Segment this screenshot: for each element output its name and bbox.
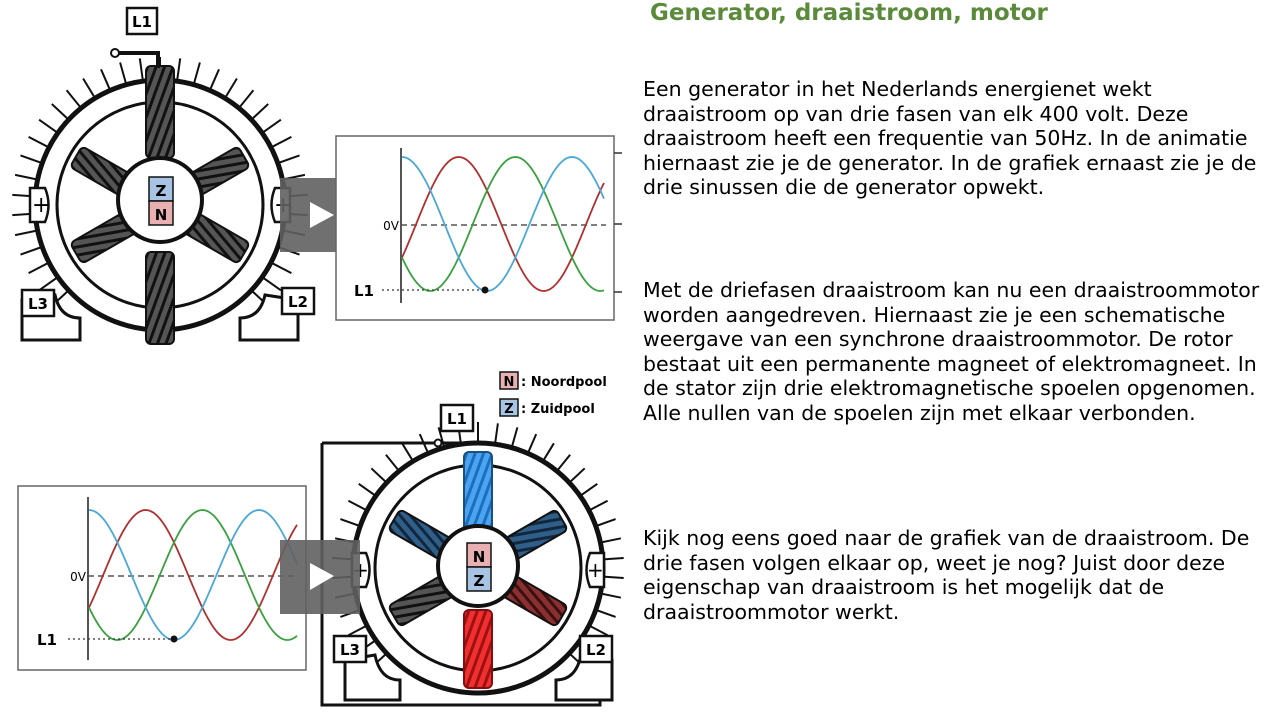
generator-terminal-l2: L2 bbox=[288, 293, 308, 311]
motor-terminal-l2-box bbox=[578, 634, 614, 664]
generator-knob-left: + bbox=[28, 186, 50, 224]
motor-terminal-l3-box bbox=[332, 634, 368, 664]
play-icon bbox=[310, 202, 334, 228]
svg-text:+: + bbox=[587, 558, 604, 582]
generator-terminal-l2-box bbox=[280, 286, 316, 316]
motor-phase-green bbox=[88, 509, 298, 641]
generator-graph: 0V L1 bbox=[335, 135, 622, 321]
paragraph-explanation: Kijk nog eens goed naar de grafiek van d… bbox=[643, 526, 1250, 624]
paragraph-generator: Een generator in het Nederlands energien… bbox=[643, 77, 1257, 199]
legend-south-swatch bbox=[499, 398, 519, 417]
generator-phase-red bbox=[401, 156, 605, 292]
generator-l1-wire bbox=[115, 51, 160, 68]
generator-terminal-l1-box bbox=[125, 6, 159, 36]
page-title: Generator, draaistroom, motor bbox=[650, 0, 1048, 26]
motor-terminal-l2: L2 bbox=[586, 641, 606, 659]
generator-l1-node bbox=[110, 48, 120, 58]
legend-north-key: N bbox=[504, 375, 515, 390]
motor-phase-red bbox=[88, 509, 298, 641]
generator-terminal-l1: L1 bbox=[132, 13, 152, 31]
generator-l1-marker-dot bbox=[481, 286, 489, 294]
motor-coil-top-blue bbox=[463, 451, 493, 533]
motor-rotor-top-label: N bbox=[473, 548, 486, 566]
svg-text:+: + bbox=[32, 193, 50, 218]
legend-south-key: Z bbox=[504, 402, 513, 417]
legend-north-text: : Noordpool bbox=[521, 375, 607, 390]
generator-graph-l1-label: L1 bbox=[354, 282, 374, 300]
motor-terminal-l3: L3 bbox=[340, 641, 360, 659]
generator-graph-zero-label: 0V bbox=[383, 219, 400, 233]
motor-coil-bottom-red bbox=[463, 609, 493, 689]
motor-phase-blue bbox=[88, 509, 298, 641]
generator-rotor-south bbox=[148, 176, 174, 202]
generator-rotor-north bbox=[148, 200, 174, 226]
motor-foot-left bbox=[343, 653, 402, 702]
motor-rotor-south bbox=[466, 566, 492, 592]
generator-terminal-l3: L3 bbox=[28, 295, 48, 313]
legend-north-swatch bbox=[499, 371, 519, 390]
generator-rotor-bottom-label: N bbox=[155, 206, 168, 224]
paragraph-motor: Met de driefasen draaistroom kan nu een … bbox=[643, 278, 1260, 425]
legend-south-text: : Zuidpool bbox=[521, 402, 595, 417]
generator-graph-frame bbox=[335, 135, 615, 321]
generator-coil-bottom bbox=[145, 251, 175, 345]
generator-rotor-top-label: Z bbox=[156, 182, 167, 200]
generator-phase-green bbox=[401, 156, 605, 292]
motor-graph-zero-label: 0V bbox=[70, 570, 87, 584]
play-icon bbox=[310, 563, 334, 590]
motor-terminal-l1: L1 bbox=[447, 410, 467, 428]
generator-coil-top bbox=[145, 65, 175, 159]
generator-terminal-l3-box bbox=[20, 288, 56, 318]
motor-terminal-l1-box bbox=[439, 403, 475, 433]
pole-legend: N : Noordpool Z : Zuidpool bbox=[499, 371, 607, 417]
motor-diagram: + + N Z L1 L3 bbox=[320, 403, 624, 707]
generator-phase-blue bbox=[401, 156, 605, 292]
motor-l1-marker-dot bbox=[170, 635, 178, 643]
motor-l1-node bbox=[433, 438, 443, 448]
motor-graph-l1-label: L1 bbox=[37, 631, 57, 649]
motor-graph: 0V L1 bbox=[17, 485, 307, 671]
generator-diagram: + + Z N L1 bbox=[12, 6, 316, 345]
motor-knob-right: + bbox=[585, 551, 606, 589]
motor-rotor-bottom-label: Z bbox=[474, 572, 485, 590]
motor-graph-frame bbox=[17, 485, 307, 671]
play-button-motor[interactable] bbox=[280, 540, 360, 614]
